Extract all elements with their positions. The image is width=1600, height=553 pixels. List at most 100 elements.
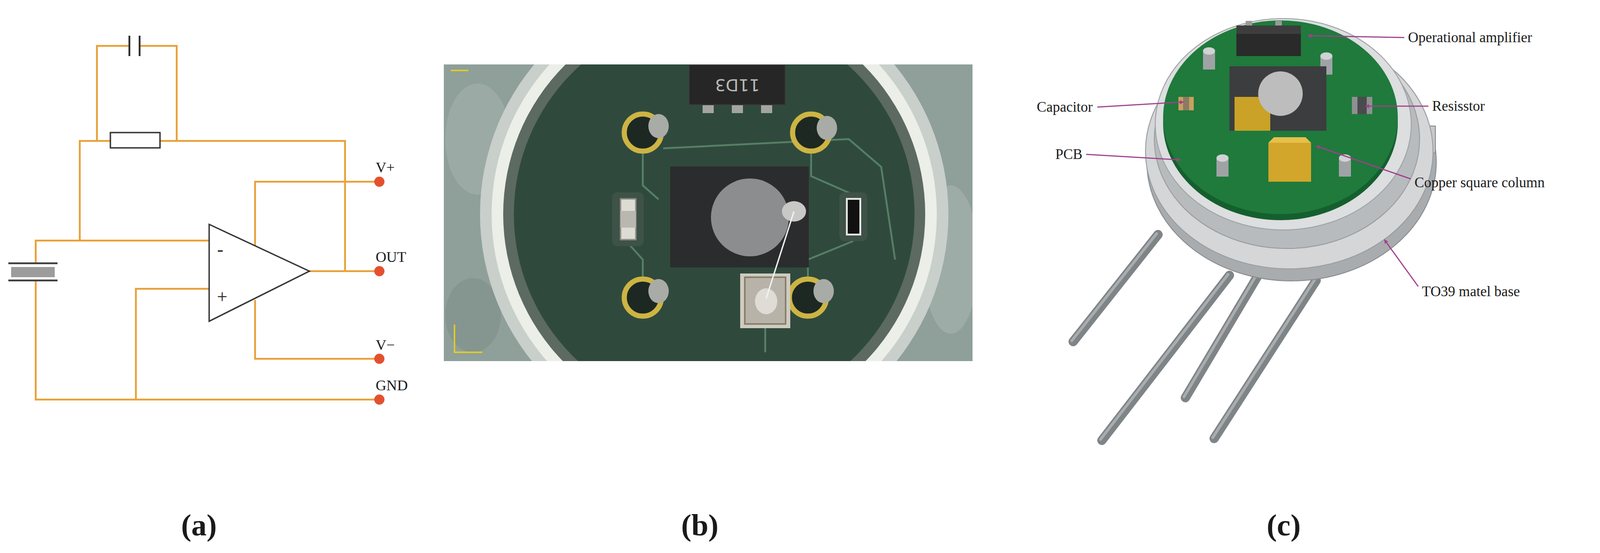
wire [35,240,210,264]
sensor-photo [443,64,973,362]
leader-lines [1086,35,1429,287]
copper-column [1268,137,1312,143]
metal-ring [480,64,949,362]
piezo-symbol [8,279,58,282]
panel-letter: (c) [1266,508,1301,543]
lead-pin [1073,234,1159,342]
capacitor-part [1178,96,1184,111]
axis-marker [454,324,483,353]
leader-line [1097,102,1184,108]
resistor-part [1351,96,1358,115]
wire [96,45,130,141]
pin-name: OUT [375,249,407,266]
resistor-part [1366,96,1373,115]
part-label: TO39 matel base [1421,283,1520,300]
resistor-part [1351,96,1373,115]
solder-blob [816,115,838,141]
pcb-pin [1203,47,1216,55]
piezo-symbol [8,262,58,265]
panel-letter: (a) [181,508,218,543]
leader-line [1307,35,1405,38]
solder-blob [813,279,834,304]
chip-marking: 11D3 [714,76,760,94]
wire [35,280,380,400]
part-label: Resisstor [1432,98,1485,115]
lead-pin [1214,280,1317,439]
resistor-part [846,198,861,235]
leader-line [1365,105,1429,108]
capacitor-part [1189,96,1194,111]
leader-line [1384,239,1419,287]
piezo-symbol [11,267,55,278]
wire [79,140,111,241]
part-label: Operational amplifier [1408,29,1533,46]
pin-name: GND [375,377,408,394]
wire [309,270,380,273]
metal-ring [491,64,937,362]
amplifier-part [1236,25,1301,57]
capacitor-symbol [128,35,131,57]
copper-column [744,277,786,325]
leader-line [1316,146,1411,180]
solder-blob [648,279,669,304]
pcb-board [1163,20,1398,215]
part-label: Capacitor [1036,99,1093,116]
wires [35,45,380,400]
capacitor-part [620,211,636,228]
pcb-pin [1216,154,1229,162]
solder-pad [839,192,868,242]
leader-line [1086,154,1181,160]
wire [135,288,210,400]
lead-highlight [1212,279,1315,438]
metal-base-cap [1155,18,1412,231]
trace [626,241,643,279]
input-sign: + [217,287,228,307]
bond-wire [766,211,794,299]
copper-column [1268,142,1312,182]
pcb-pin [1320,52,1333,60]
pin-holes [624,114,838,317]
resistor-symbol [110,132,160,148]
wire [139,45,177,141]
trace [811,153,854,195]
capacitor-part [620,198,636,240]
sensor-render [1071,18,1437,441]
part-label: PCB [1055,146,1083,163]
solder-pad [740,273,791,329]
op-amp-symbol [209,224,310,322]
scale-bar [450,70,469,72]
op-amp-chip: 11D3 [688,64,786,106]
pcb-disc [513,64,915,362]
wire [255,181,380,246]
sensor-chip [670,166,809,268]
sensing-area [710,178,789,257]
solder-blob [755,288,778,315]
pin-dot [374,353,385,365]
metal-ring [503,64,926,362]
pin-name: V+ [375,159,395,176]
sensing-area [1258,71,1303,116]
pin-name: V− [375,337,395,354]
solder-blob [648,114,669,139]
part-label: Copper square column [1414,174,1545,191]
panel-letter: (b) [681,508,719,543]
amplifier-part [1236,25,1301,34]
solder-pad [612,192,644,247]
triangle-outline [209,224,310,322]
pin-dot [374,176,385,187]
trace [764,324,767,353]
trace [807,241,854,279]
lead-highlight [1071,233,1157,341]
input-sign: - [217,240,224,259]
circuit-schematic [8,35,385,405]
wire [255,300,380,359]
pcb-traces [626,139,896,353]
capacitor-symbol [138,35,141,57]
capacitor-part [1178,96,1194,111]
trace [642,153,659,200]
pin-dot [374,394,385,405]
sensor-part [1229,66,1327,131]
op-amp-triangle: -+ [209,224,310,322]
pin-dot [374,266,385,277]
